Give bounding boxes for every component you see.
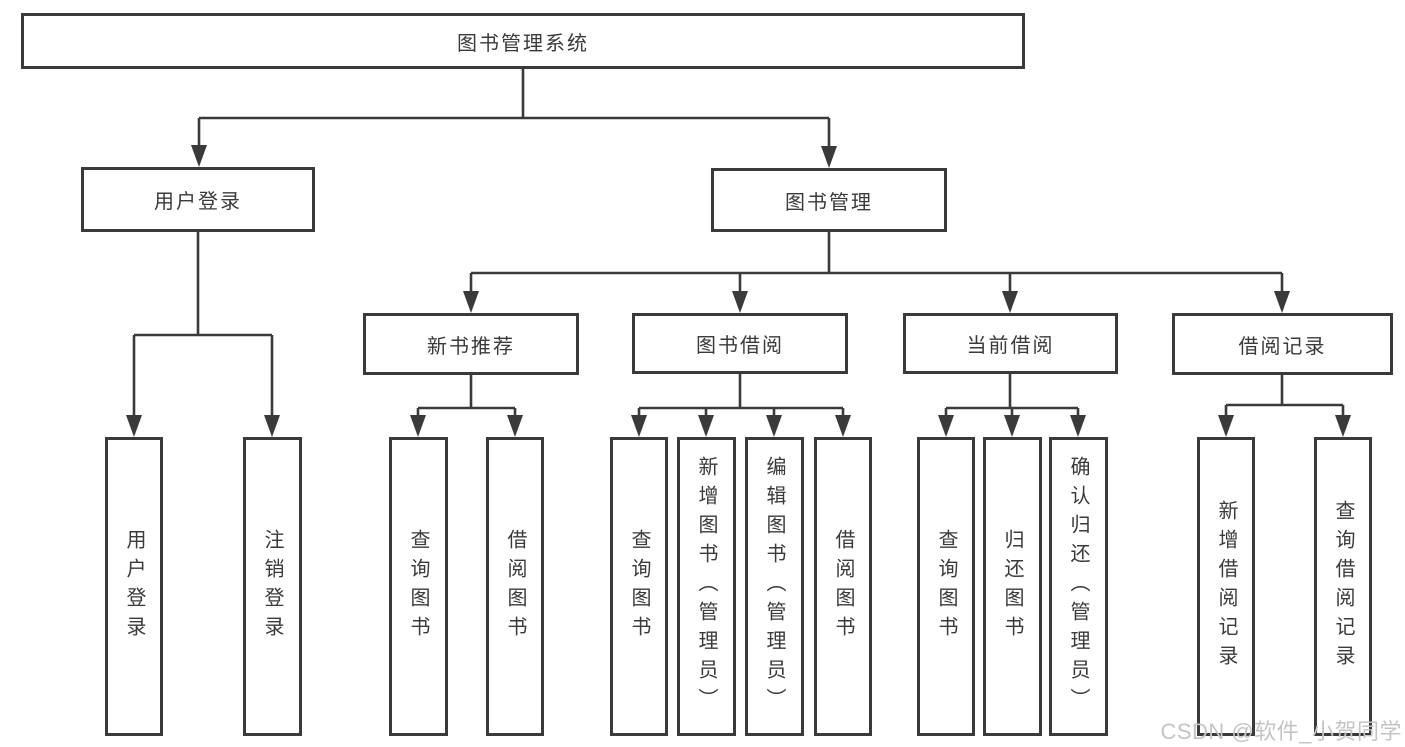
csdn-watermark: CSDN @软件_小贺同学: [1160, 719, 1402, 744]
connector-root-to-level2: [191, 69, 837, 168]
node-query-borrow-record: 查询借阅记录: [1314, 437, 1372, 736]
connector-user-login-children: [126, 232, 280, 437]
node-add-books-admin: 新增图书（管理员）: [677, 437, 736, 736]
node-user-login: 用户登录: [81, 167, 315, 232]
node-book-management: 图书管理: [711, 168, 947, 232]
node-current-borrowing: 当前借阅: [903, 313, 1118, 374]
node-confirm-return-admin: 确认归还（管理员）: [1049, 437, 1108, 736]
connector-current-borrowing-children: [938, 374, 1086, 437]
node-borrowing-records: 借阅记录: [1172, 313, 1393, 375]
node-borrow-books-recommend: 借阅图书: [486, 437, 544, 736]
node-logout-leaf: 注销登录: [243, 437, 302, 736]
node-query-books-recommend: 查询图书: [389, 437, 448, 736]
node-new-book-recommend: 新书推荐: [363, 313, 579, 375]
node-return-books: 归还图书: [983, 437, 1042, 736]
node-query-books-borrowing: 查询图书: [610, 437, 668, 736]
node-edit-books-admin: 编辑图书（管理员）: [745, 437, 804, 736]
node-book-borrowing: 图书借阅: [632, 313, 848, 374]
node-user-login-leaf: 用户登录: [105, 437, 163, 736]
connector-new-book-recommend-children: [410, 375, 523, 437]
connector-book-management-children: [463, 232, 1290, 313]
node-query-books-current: 查询图书: [917, 437, 975, 736]
node-borrow-books-borrowing: 借阅图书: [814, 437, 872, 736]
node-add-borrow-record: 新增借阅记录: [1197, 437, 1255, 736]
node-root: 图书管理系统: [21, 13, 1025, 69]
connector-borrowing-records-children: [1218, 375, 1351, 437]
connector-book-borrowing-children: [631, 374, 851, 437]
